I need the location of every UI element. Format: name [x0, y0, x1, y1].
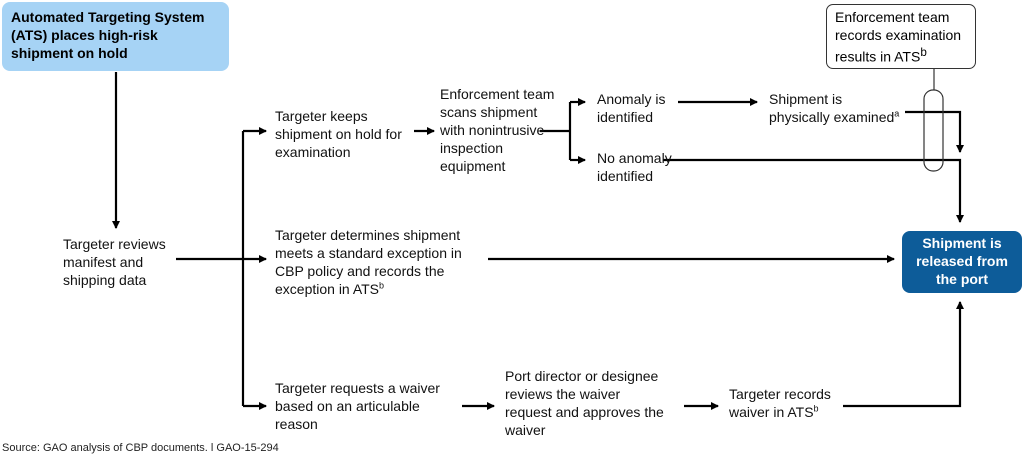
records-exam-box: Enforcement team records examination res… [826, 4, 976, 69]
footnote-b: b [813, 403, 819, 414]
keeps-hold-node: Targeter keeps shipment on hold for exam… [275, 108, 402, 160]
reviews-manifest-node: Targeter reviews manifest and shipping d… [63, 236, 166, 288]
director-reviews-node: Port director or designee reviews the wa… [505, 368, 664, 438]
ats-hold-line3: shipment on hold [11, 45, 128, 61]
scans-shipment-node: Enforcement team scans shipment with non… [440, 86, 555, 174]
ats-hold-line1: Automated Targeting System [11, 9, 205, 25]
physically-examined-node: Shipment is physically examineda [769, 91, 900, 125]
standard-exception-node: Targeter determines shipment meets a sta… [275, 227, 462, 297]
arrow-no-anomaly-to-release [663, 158, 964, 223]
arrow-records-to-release [843, 301, 964, 408]
footnote-b: b [920, 46, 927, 59]
records-capsule [923, 89, 944, 172]
arrow-exam-down [905, 110, 964, 153]
ats-hold-box: Automated Targeting System (ATS) places … [2, 2, 229, 71]
released-box: Shipment is released from the port [902, 231, 1022, 293]
anomaly-identified-node: Anomaly is identified [597, 91, 666, 125]
no-anomaly-node: No anomaly identified [597, 150, 672, 184]
footnote-a: a [894, 108, 900, 119]
source-note: Source: GAO analysis of CBP documents. l… [2, 442, 279, 454]
records-waiver-node: Targeter records waiver in ATSb [729, 386, 831, 420]
ats-hold-line2: (ATS) places high-risk [11, 27, 158, 43]
requests-waiver-node: Targeter requests a waiver based on an a… [275, 380, 440, 432]
footnote-b: b [379, 280, 385, 291]
